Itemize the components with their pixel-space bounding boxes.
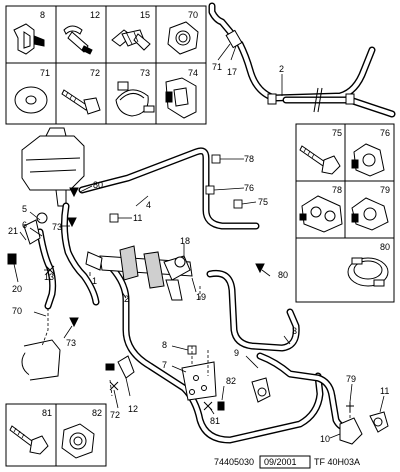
callout-label: 76 [244, 183, 254, 193]
bolt-icon [299, 145, 341, 175]
callout-label: 75 [258, 197, 268, 207]
double-clip-icon [299, 195, 343, 233]
callout-label: 5 [22, 204, 27, 214]
union-fitting-icon [111, 29, 151, 51]
clip-icon [13, 23, 45, 55]
clamp-band-icon [115, 81, 155, 117]
callout-label: 21 [8, 226, 18, 236]
hose-clip-icon [63, 25, 93, 55]
footer-date: 09/2001 [264, 457, 297, 467]
footer-ref: 74405030 [214, 457, 254, 467]
part-label: 79 [380, 185, 390, 195]
washer-icon [14, 86, 48, 114]
part-label: 12 [90, 10, 100, 20]
callout-label: 80 [278, 270, 288, 280]
callout-label: 11 [133, 213, 142, 223]
clip-icon [351, 197, 389, 231]
parts-grid-bottom-left: 81 82 [5, 403, 107, 467]
main-assembly: 80 4 78 76 75 11 5 6 73 21 13 20 1 2 18 … [7, 127, 389, 445]
steering-rack [85, 245, 193, 301]
dashed-guides [41, 286, 351, 420]
clip-13 [105, 355, 135, 379]
callout-label: 10 [320, 434, 330, 444]
clip-9 [251, 377, 271, 403]
part-label: 8 [40, 10, 45, 20]
callout-numbers: 80 4 78 76 75 11 5 6 73 21 13 20 1 2 18 … [8, 154, 389, 444]
bolt-icon [9, 425, 49, 455]
part-label: 72 [90, 68, 100, 78]
clip-icon [351, 143, 385, 177]
part-label: 73 [140, 68, 150, 78]
callout-label: 8 [162, 340, 167, 350]
callout-label: 12 [128, 404, 138, 414]
pipe-detail-top-right: 71 17 2 [208, 2, 396, 118]
callout-label: 82 [226, 376, 236, 386]
part-label: 75 [332, 128, 342, 138]
footer: 74405030 09/2001 TF 40H03A [214, 455, 360, 469]
hose-clamp-icon [347, 257, 389, 287]
callout-label: 20 [12, 284, 22, 294]
part-label: 80 [380, 242, 390, 252]
callout-label: 81 [210, 416, 220, 426]
arrow-markers [67, 187, 265, 328]
nut-icon [167, 21, 199, 55]
callout-label: 80 [93, 180, 103, 190]
part-label: 70 [188, 10, 198, 20]
callout-label: 2 [279, 64, 284, 74]
bolt-icon [61, 89, 101, 115]
parts-grid-top-left: 8 12 15 70 71 72 73 74 [5, 5, 207, 125]
callout-label: 4 [146, 200, 151, 210]
reservoir [21, 127, 85, 207]
mounting-bracket [181, 361, 217, 401]
callout-label: 19 [196, 292, 206, 302]
callout-label: 73 [52, 222, 62, 232]
callout-label: 13 [44, 272, 54, 282]
callout-label: 6 [22, 220, 27, 230]
callout-label: 9 [234, 348, 239, 358]
parts-grid-right: 75 76 78 79 80 [295, 123, 395, 303]
part-label: 15 [140, 10, 150, 20]
part-label: 82 [92, 408, 102, 418]
callout-label: 79 [346, 374, 356, 384]
pump [21, 339, 61, 381]
footer-date-box [259, 455, 311, 469]
leader-lines [13, 158, 385, 439]
callout-label: 11 [380, 386, 389, 396]
callout-label: 71 [212, 62, 222, 72]
nut-icon [61, 423, 95, 459]
callout-label: 17 [227, 67, 237, 77]
part-label: 78 [332, 185, 342, 195]
callout-label: 78 [244, 154, 254, 164]
part-label: 74 [188, 68, 198, 78]
part-label: 76 [380, 128, 390, 138]
callout-label: 18 [180, 236, 190, 246]
callout-label: 72 [110, 410, 120, 420]
part-label: 71 [40, 68, 50, 78]
callout-label: 73 [66, 338, 76, 348]
bracket-clip-icon [165, 77, 197, 119]
callout-label: 1 [92, 276, 97, 286]
footer-code: TF 40H03A [314, 457, 360, 467]
part-label: 81 [42, 408, 52, 418]
callout-label: 3 [292, 326, 297, 336]
clip-10-11 [339, 411, 389, 445]
callout-label: 2 [124, 294, 129, 304]
callout-label: 7 [162, 360, 167, 370]
callout-label: 70 [12, 306, 22, 316]
